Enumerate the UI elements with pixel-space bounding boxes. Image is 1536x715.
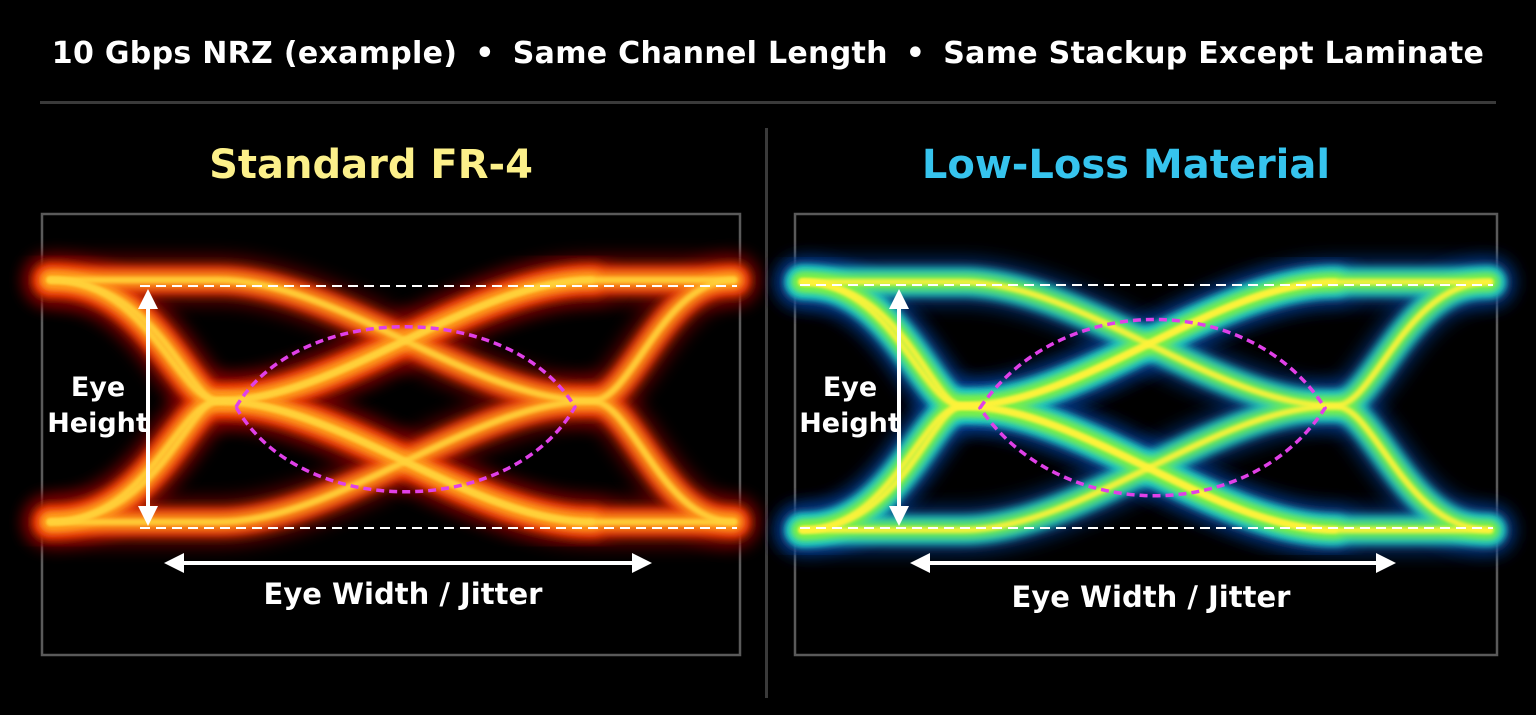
right-panel-title: Low-Loss Material (921, 142, 1331, 188)
header-stackup: Same Stackup Except Laminate (943, 36, 1485, 71)
eye-trace (799, 279, 1493, 533)
left-eye-height-line1: Eye (70, 372, 126, 403)
header-bullet: • (475, 36, 495, 71)
right-eye-outline (977, 317, 1328, 498)
right-eye-height-line1: Eye (822, 372, 878, 403)
left-eye-width-label: Eye Width / Jitter (263, 577, 543, 611)
left-panel-title: Standard FR-4 (209, 142, 533, 188)
eye-trace (47, 277, 737, 525)
right-eye-height-label: Eye Height (790, 370, 910, 442)
right-eye-height-line2: Height (799, 408, 901, 439)
left-overlays (138, 285, 737, 573)
header-channel: Same Channel Length (512, 36, 888, 71)
eye-trace (47, 277, 737, 525)
left-eye-height-label: Eye Height (38, 370, 158, 442)
panel-divider (765, 128, 768, 698)
header-caption: 10 Gbps NRZ (example) • Same Channel Lengt… (0, 36, 1536, 71)
left-eye-height-line2: Height (47, 408, 149, 439)
header-signal: 10 Gbps NRZ (example) (51, 36, 458, 71)
header-divider (40, 101, 1496, 104)
right-overlays (800, 284, 1493, 573)
right-eye-traces (779, 259, 1513, 553)
left-eye-outline (233, 325, 578, 494)
header-bullet: • (905, 36, 926, 71)
eye-trace (799, 279, 1493, 533)
right-eye-width-label: Eye Width / Jitter (1011, 580, 1291, 614)
